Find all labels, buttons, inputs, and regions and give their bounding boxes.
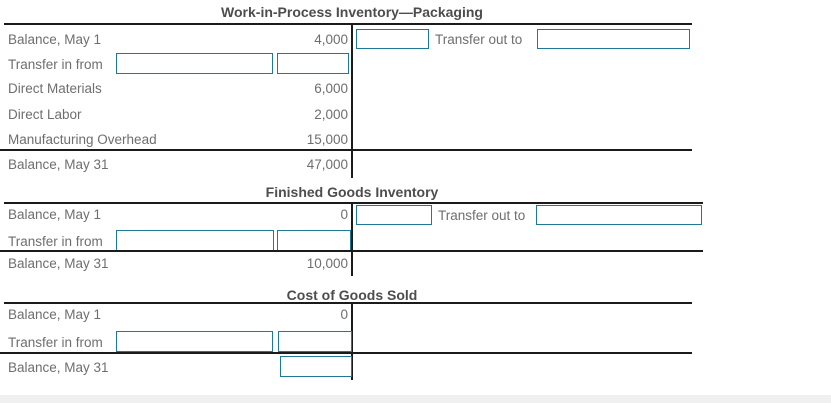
fg-credit-amount-input[interactable] (356, 205, 432, 225)
subtotal-rule (0, 352, 692, 354)
account-top-rule (4, 23, 692, 25)
fg-transfer-in-amount-input[interactable] (277, 230, 351, 251)
cogs-balance-may31-amount-input[interactable] (280, 356, 352, 377)
row-amount: 0 (340, 207, 348, 222)
cogs-transfer-in-amount-input[interactable] (278, 331, 352, 352)
subtotal-rule (0, 250, 703, 252)
row-label: Direct Labor (8, 107, 82, 122)
transfer-out-label: Transfer out to (438, 208, 526, 223)
row-amount: 6,000 (314, 81, 348, 96)
row-amount: 4,000 (314, 32, 348, 47)
row-label: Transfer in from (8, 335, 103, 350)
account-center-rule (351, 202, 353, 276)
row-label: Balance, May 1 (8, 307, 102, 322)
wip-transfer-in-account-input[interactable] (116, 53, 273, 74)
row-label: Balance, May 1 (8, 207, 102, 222)
row-amount: 10,000 (306, 256, 348, 271)
account-title: Finished Goods Inventory (265, 184, 439, 200)
fg-transfer-out-account-input[interactable] (536, 205, 702, 225)
row-label: Transfer in from (8, 57, 103, 72)
fg-transfer-in-account-input[interactable] (116, 230, 274, 251)
account-center-rule (351, 302, 353, 380)
row-amount: 15,000 (306, 132, 348, 147)
account-top-rule (4, 202, 703, 204)
wip-transfer-in-amount-input[interactable] (277, 53, 349, 74)
wip-credit-amount-input[interactable] (356, 29, 429, 49)
row-amount: 0 (340, 307, 348, 322)
account-title: Cost of Goods Sold (286, 287, 418, 303)
row-amount: 47,000 (306, 157, 348, 172)
row-label: Balance, May 31 (8, 157, 109, 172)
horizontal-scrollbar-track[interactable] (0, 395, 831, 403)
row-label: Balance, May 1 (8, 32, 102, 47)
row-label: Transfer in from (8, 234, 103, 249)
account-title: Work-in-Process Inventory—Packaging (221, 4, 483, 20)
row-amount: 2,000 (314, 107, 348, 122)
row-label: Direct Materials (8, 81, 102, 96)
row-label: Balance, May 31 (8, 360, 109, 375)
subtotal-rule (0, 149, 692, 151)
cogs-transfer-in-account-input[interactable] (116, 331, 273, 352)
wip-transfer-out-account-input[interactable] (537, 29, 690, 49)
row-label: Balance, May 31 (8, 256, 109, 271)
account-top-rule (4, 302, 692, 304)
account-center-rule (351, 23, 353, 178)
transfer-out-label: Transfer out to (435, 32, 523, 47)
row-label: Manufacturing Overhead (8, 132, 157, 147)
